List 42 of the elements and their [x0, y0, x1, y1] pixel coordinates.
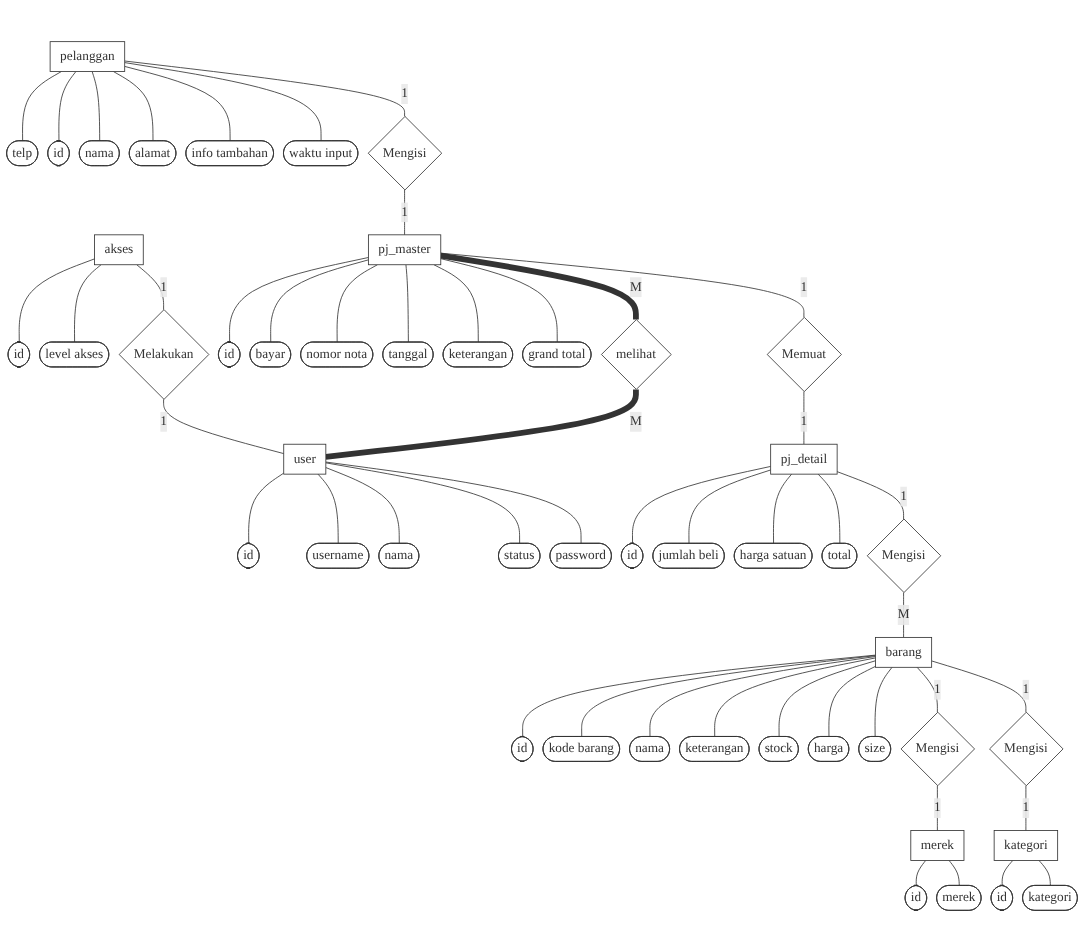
connector	[229, 257, 369, 343]
connector	[874, 666, 893, 738]
connector	[916, 666, 938, 713]
connector	[778, 660, 876, 738]
connector	[773, 473, 792, 545]
connector	[836, 471, 904, 520]
connector	[113, 71, 154, 142]
connector	[440, 252, 805, 318]
connector	[22, 71, 62, 142]
connector	[270, 259, 369, 343]
connector	[1038, 860, 1051, 887]
connector	[18, 258, 95, 343]
connector	[325, 462, 521, 545]
connector	[581, 655, 876, 738]
connector	[74, 264, 102, 343]
connector	[405, 264, 409, 343]
connector	[136, 264, 164, 311]
connector	[325, 461, 582, 545]
connector	[903, 592, 904, 638]
connector	[688, 469, 772, 545]
connector	[817, 473, 841, 545]
connector	[632, 466, 772, 545]
connector	[433, 264, 479, 343]
connector	[440, 258, 558, 343]
connector	[163, 398, 285, 455]
connector	[931, 660, 1027, 713]
connector	[248, 472, 285, 545]
connector	[58, 71, 77, 142]
connector	[649, 656, 876, 738]
connector	[948, 860, 960, 887]
connector	[522, 654, 876, 738]
connector	[325, 467, 400, 545]
connector	[124, 66, 231, 142]
connector	[124, 62, 322, 142]
connector	[714, 657, 876, 738]
connector	[91, 71, 101, 142]
connector	[336, 264, 378, 343]
connector	[1001, 860, 1014, 887]
connector	[915, 860, 927, 887]
connector	[317, 473, 339, 545]
connector	[828, 665, 876, 738]
connector	[124, 60, 405, 117]
